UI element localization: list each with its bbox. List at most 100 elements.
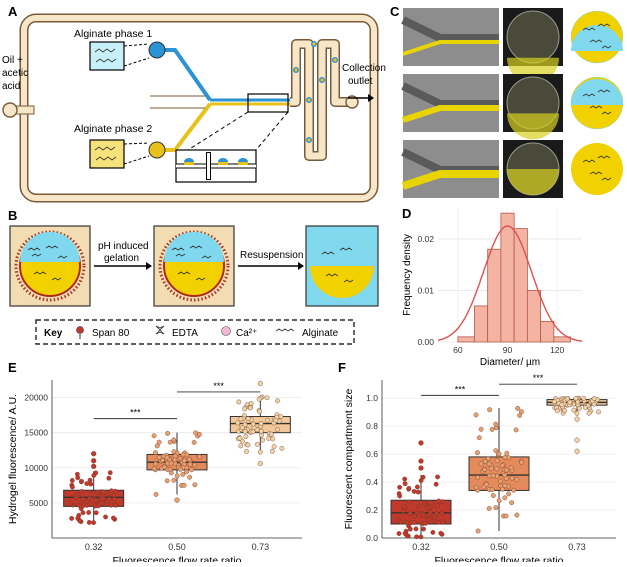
data-point bbox=[107, 470, 113, 476]
alginate-phase-2-inlet bbox=[148, 141, 166, 159]
schematic-outline bbox=[570, 10, 624, 64]
schematic-droplet bbox=[571, 143, 623, 195]
data-point bbox=[502, 455, 508, 460]
alginate-icon bbox=[275, 328, 295, 332]
data-point bbox=[171, 477, 177, 483]
data-point bbox=[235, 420, 241, 426]
data-point bbox=[258, 420, 264, 426]
data-point bbox=[473, 412, 479, 418]
data-point bbox=[513, 427, 519, 433]
alginate-phase-1-inlet bbox=[148, 41, 166, 59]
data-point bbox=[254, 441, 260, 447]
data-point bbox=[80, 510, 86, 516]
y-tick-label: 0.01 bbox=[417, 285, 434, 295]
data-point bbox=[278, 414, 284, 420]
oil-inlet-port bbox=[2, 102, 18, 118]
data-point bbox=[554, 408, 560, 414]
data-point bbox=[187, 474, 193, 480]
data-point bbox=[172, 457, 178, 463]
data-point bbox=[243, 434, 249, 440]
data-point bbox=[79, 489, 85, 494]
data-point bbox=[485, 456, 491, 462]
data-point bbox=[187, 461, 193, 467]
data-point bbox=[486, 461, 492, 467]
data-point bbox=[511, 487, 517, 493]
data-point bbox=[74, 491, 80, 497]
data-point bbox=[396, 531, 402, 536]
data-point bbox=[478, 461, 484, 467]
y-tick-label: 0.6 bbox=[366, 449, 378, 459]
data-point bbox=[69, 484, 75, 490]
data-point bbox=[559, 402, 565, 408]
data-point bbox=[475, 450, 480, 456]
data-point bbox=[268, 431, 274, 437]
micrograph-grid bbox=[401, 8, 624, 198]
inlet-label: Oil + acetic acid bbox=[2, 55, 28, 92]
edta-icon bbox=[155, 325, 165, 335]
data-point bbox=[153, 461, 159, 467]
data-point bbox=[412, 513, 417, 519]
significance-label: *** bbox=[130, 408, 141, 418]
data-point bbox=[395, 517, 401, 523]
data-point bbox=[279, 445, 285, 451]
data-point bbox=[506, 491, 512, 497]
data-point bbox=[108, 502, 114, 508]
data-point bbox=[411, 520, 417, 525]
data-point bbox=[411, 488, 417, 494]
data-point bbox=[270, 448, 275, 454]
data-point bbox=[482, 467, 487, 472]
data-point bbox=[104, 499, 110, 505]
data-point bbox=[91, 473, 97, 478]
step2-label: gelation bbox=[104, 253, 139, 264]
data-point bbox=[571, 407, 577, 413]
data-point bbox=[402, 481, 408, 487]
data-point bbox=[498, 478, 503, 484]
data-point bbox=[482, 459, 488, 464]
data-point bbox=[500, 486, 505, 492]
data-point bbox=[564, 396, 570, 402]
data-point bbox=[178, 466, 183, 472]
data-point bbox=[440, 519, 446, 525]
outlier-point bbox=[91, 463, 97, 469]
x-axis-label: Fluorescence flow rate ratio bbox=[435, 555, 564, 562]
microfluidic-chip bbox=[2, 13, 379, 203]
histogram-bar bbox=[457, 336, 475, 343]
phase1-inset bbox=[89, 41, 150, 71]
histogram-bar bbox=[474, 305, 489, 343]
data-point bbox=[242, 406, 248, 412]
data-point bbox=[113, 502, 118, 508]
data-point bbox=[404, 519, 409, 525]
gelation-step-1 bbox=[9, 225, 91, 307]
data-point bbox=[493, 421, 499, 427]
y-tick-label: 0.8 bbox=[366, 421, 378, 431]
data-point bbox=[432, 518, 437, 524]
data-point bbox=[89, 491, 94, 497]
x-tick-label: 0.73 bbox=[252, 542, 270, 552]
data-point bbox=[490, 473, 496, 479]
data-point bbox=[439, 511, 445, 516]
data-point bbox=[436, 498, 442, 504]
data-point bbox=[106, 475, 112, 481]
data-point bbox=[586, 410, 592, 416]
channel-wall bbox=[401, 16, 499, 42]
data-point bbox=[69, 478, 75, 483]
key-calcium: Ca²⁺ bbox=[236, 328, 257, 339]
data-point bbox=[493, 505, 499, 511]
outlier-point bbox=[574, 416, 580, 422]
data-point bbox=[406, 499, 412, 505]
histogram-bar bbox=[553, 336, 571, 343]
collection-outlet-port bbox=[345, 95, 359, 109]
data-point bbox=[414, 484, 420, 490]
data-point bbox=[151, 466, 157, 471]
key-legend: Key Span 80 EDTA Ca²⁺ Alginate bbox=[35, 319, 355, 345]
data-point bbox=[265, 417, 271, 423]
panel-label-b: B bbox=[8, 208, 17, 223]
data-point bbox=[264, 395, 270, 401]
data-point bbox=[397, 484, 403, 490]
droplet bbox=[506, 10, 560, 64]
y-tick-label: 0.0 bbox=[366, 533, 378, 543]
data-point bbox=[238, 416, 244, 422]
data-point bbox=[164, 455, 170, 461]
data-point bbox=[515, 405, 521, 411]
